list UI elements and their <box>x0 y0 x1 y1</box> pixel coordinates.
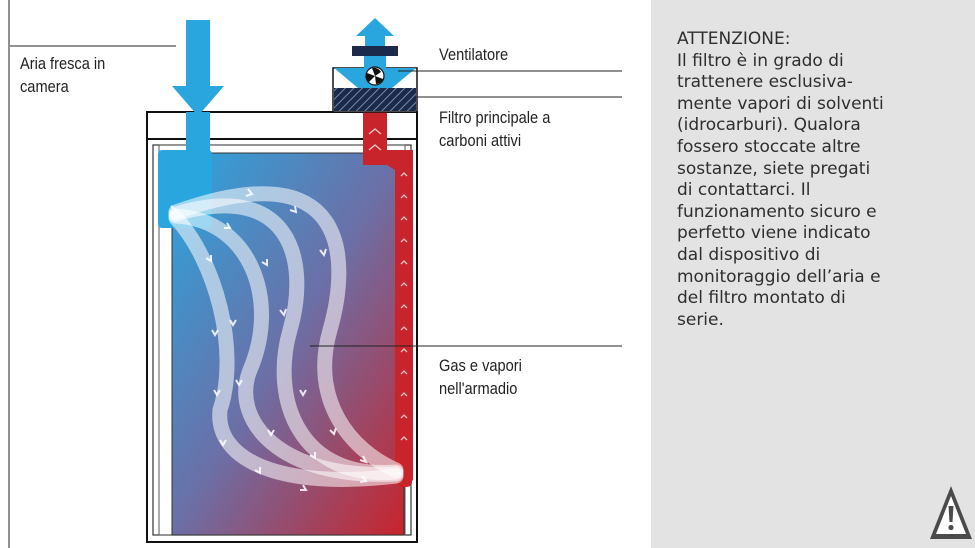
fan-unit <box>332 18 418 113</box>
warning-line: mente vapori di solventi <box>677 93 884 114</box>
warning-line: Il filtro è in grado di <box>677 50 844 71</box>
warning-line: serie. <box>677 309 724 330</box>
warning-line: dal dispositivo di <box>677 244 821 265</box>
warning-line: monitoraggio dell’aria e <box>677 266 881 287</box>
airflow-chevrons <box>170 188 368 491</box>
warning-line: sostanze, siete pregati <box>677 158 871 179</box>
up-arrow-icon <box>356 18 394 46</box>
warning-text: ATTENZIONE: Il filtro è in grado di trat… <box>677 29 967 331</box>
filter-label-line-1: Filtro principale a <box>439 108 551 127</box>
warning-line: (idrocarburi). Qualora <box>677 115 861 136</box>
activated-carbon-filter <box>334 88 416 111</box>
warning-icon <box>930 486 972 539</box>
filter-label: Filtro principale a carboni attivi <box>439 106 550 152</box>
gas-label-line-2: nell'armadio <box>439 379 518 398</box>
fresh-air-label-line-2: camera <box>20 77 69 96</box>
down-arrow-icon <box>172 20 224 116</box>
warning-panel: ATTENZIONE: Il filtro è in grado di trat… <box>651 0 975 548</box>
warning-line: di contattarci. Il <box>677 180 811 201</box>
warning-line: trattenere esclusiva- <box>677 72 853 93</box>
warning-line: perfetto viene indicato <box>677 223 871 244</box>
warning-line: del filtro montato di <box>677 288 846 309</box>
ventilation-diagram <box>8 0 622 548</box>
exhaust-channel <box>363 112 413 487</box>
fresh-air-label-line-1: Aria fresca in <box>20 54 106 73</box>
fan-label: Ventilatore <box>439 45 509 64</box>
fan-icon <box>365 66 385 86</box>
airflow-streams <box>168 186 404 487</box>
fresh-air-label: Aria fresca in camera <box>20 52 105 98</box>
gas-label-line-1: Gas e vapori <box>439 356 522 375</box>
warning-line: funzionamento sicuro e <box>677 201 877 222</box>
leader-lines <box>10 45 622 347</box>
warning-line: fossero stoccate altre <box>677 136 861 157</box>
filter-label-line-2: carboni attivi <box>439 131 522 150</box>
gas-label: Gas e vapori nell'armadio <box>439 354 522 400</box>
warning-title: ATTENZIONE: <box>677 29 791 49</box>
